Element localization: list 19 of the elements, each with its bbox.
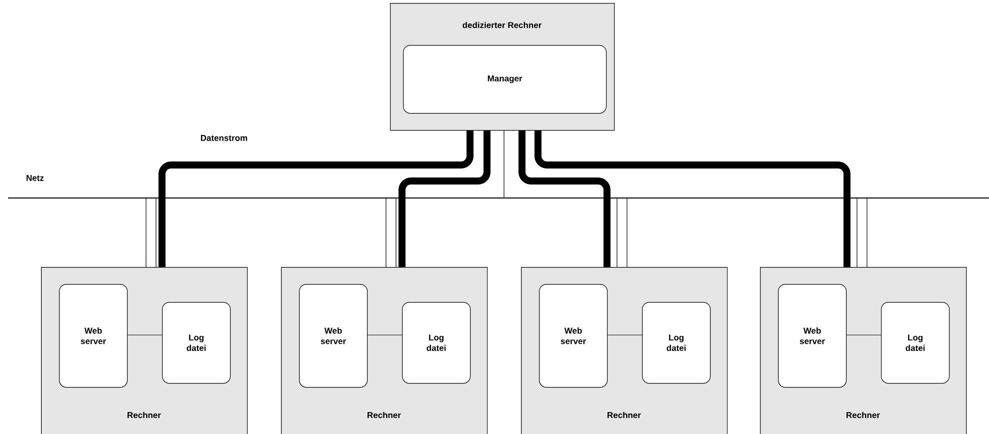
connector bbox=[846, 334, 882, 336]
component-box: Web server bbox=[299, 284, 368, 388]
component-box: Log datei bbox=[642, 302, 711, 384]
network-label: Netz bbox=[26, 175, 44, 181]
connector bbox=[398, 130, 490, 267]
component-box: Log datei bbox=[402, 302, 471, 384]
component-box: Manager bbox=[403, 45, 607, 114]
connector bbox=[367, 334, 402, 336]
connector bbox=[158, 130, 474, 267]
edge-label: Datenstrom bbox=[199, 134, 249, 142]
component-box: Web server bbox=[59, 284, 128, 388]
component-box: Log datei bbox=[162, 302, 231, 384]
connector bbox=[534, 130, 850, 267]
connector bbox=[127, 334, 162, 336]
component-box: Web server bbox=[778, 284, 847, 388]
component-box: Web server bbox=[539, 284, 608, 388]
connector bbox=[607, 334, 642, 336]
connector bbox=[518, 130, 610, 267]
component-box: Log datei bbox=[881, 302, 950, 384]
